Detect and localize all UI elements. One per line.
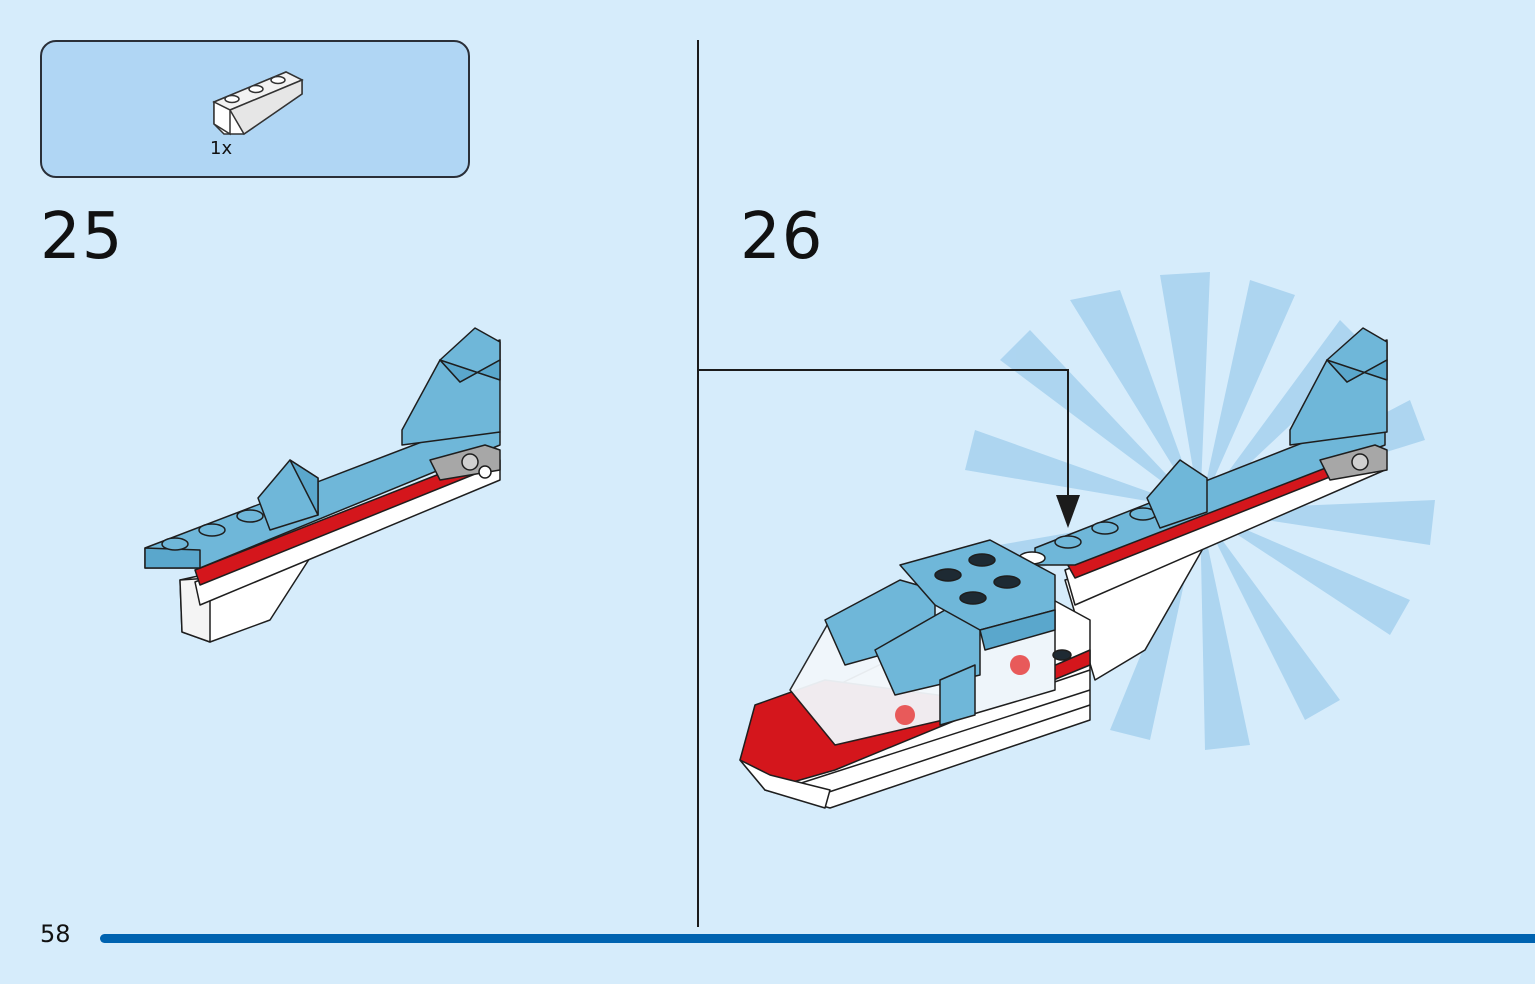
parts-list-box: 1x xyxy=(40,40,470,178)
page-number: 58 xyxy=(40,920,71,948)
progress-bar xyxy=(100,934,1535,943)
step-number-26: 26 xyxy=(740,200,824,274)
step-divider xyxy=(697,40,699,927)
step-26-callout-arrow xyxy=(698,369,1080,528)
part-quantity: 1x xyxy=(210,138,233,159)
step-26-helicopter-illustration xyxy=(739,327,1388,809)
step-number-25: 25 xyxy=(40,200,124,274)
white-inverted-slope-brick-icon xyxy=(212,71,304,136)
step-25-tail-assembly-illustration xyxy=(144,327,501,643)
